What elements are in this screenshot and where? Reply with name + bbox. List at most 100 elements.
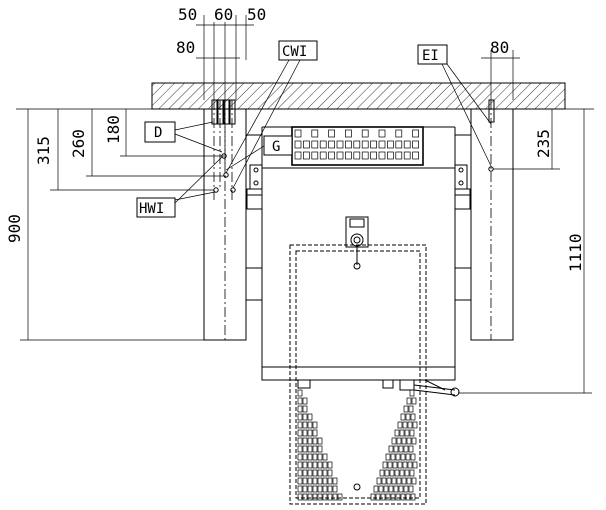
rack-cell bbox=[307, 453, 313, 461]
svg-text:EI: EI bbox=[422, 48, 439, 64]
connection-points bbox=[213, 153, 494, 491]
rack-cell bbox=[317, 461, 323, 469]
rack-cell bbox=[411, 397, 417, 405]
tag-hwi: HWI bbox=[136, 197, 176, 218]
rack-cell bbox=[391, 437, 397, 445]
panel-cell bbox=[387, 151, 394, 160]
rack-cell bbox=[381, 477, 387, 485]
rack-cell bbox=[396, 437, 402, 445]
rack-cell bbox=[297, 493, 303, 501]
panel-cell bbox=[403, 151, 411, 160]
rack-cell bbox=[401, 437, 407, 445]
rack-cell bbox=[312, 477, 318, 485]
rack-cell bbox=[297, 461, 303, 469]
rack-cell bbox=[307, 477, 313, 485]
panel-cell bbox=[303, 140, 310, 149]
svg-text:CWI: CWI bbox=[282, 44, 307, 60]
panel-cell bbox=[345, 129, 352, 138]
panel-cell bbox=[319, 140, 327, 149]
rack-cell bbox=[307, 437, 313, 445]
rack-cell bbox=[302, 469, 308, 477]
rack-cell bbox=[390, 493, 396, 501]
dim-235: 235 bbox=[534, 129, 553, 158]
right-dimensions: 235 1110 bbox=[458, 108, 594, 394]
rack-cell bbox=[394, 429, 400, 437]
rack-cell bbox=[406, 437, 412, 445]
top-dimensions: 50 60 50 80 80 bbox=[176, 5, 520, 100]
panel-cell bbox=[361, 140, 369, 149]
rack-cell bbox=[387, 461, 393, 469]
rack-cell bbox=[317, 437, 323, 445]
rack-cell bbox=[394, 469, 400, 477]
panel-cell bbox=[345, 151, 352, 160]
rack-cell bbox=[297, 397, 303, 405]
rack-cell bbox=[322, 453, 328, 461]
rack-cell bbox=[409, 429, 415, 437]
panel-cell bbox=[294, 140, 302, 149]
rack-cell bbox=[317, 493, 323, 501]
rack-cell bbox=[370, 493, 376, 501]
rack-cell bbox=[297, 469, 303, 477]
rack-cell bbox=[412, 421, 418, 429]
rack-cell bbox=[398, 445, 404, 453]
rack-cell bbox=[312, 445, 318, 453]
rack-cell bbox=[404, 429, 410, 437]
rack-cell bbox=[404, 469, 410, 477]
rack-cell bbox=[403, 485, 409, 493]
panel-cell bbox=[370, 140, 377, 149]
drain-fittings bbox=[297, 379, 460, 397]
panel-cell bbox=[345, 140, 352, 149]
rack-cell bbox=[302, 437, 308, 445]
right-cabinet-side bbox=[455, 108, 514, 341]
panel-cell bbox=[319, 151, 327, 160]
rack-cell bbox=[395, 493, 401, 501]
left-dimensions: 315 260 180 900 bbox=[5, 108, 226, 341]
rack-cell bbox=[409, 389, 415, 397]
panel-cell bbox=[378, 129, 386, 138]
rack-cell bbox=[383, 485, 389, 493]
rack-cell bbox=[382, 461, 388, 469]
rack-cell bbox=[397, 421, 403, 429]
rack-cell bbox=[393, 485, 399, 493]
rack-cell bbox=[408, 405, 414, 413]
rack-cell bbox=[302, 453, 308, 461]
rack-cell bbox=[322, 493, 328, 501]
panel-cell bbox=[378, 140, 386, 149]
rack-cell bbox=[312, 421, 318, 429]
panel-cell bbox=[294, 151, 302, 160]
rack-cell bbox=[317, 477, 323, 485]
pump-unit bbox=[345, 216, 369, 270]
rack-cell bbox=[322, 485, 328, 493]
rack-cell bbox=[312, 493, 318, 501]
rack-cell bbox=[389, 469, 395, 477]
rack-cell bbox=[385, 493, 391, 501]
rack-cell bbox=[302, 421, 308, 429]
panel-cell bbox=[328, 140, 335, 149]
rack-cell bbox=[408, 485, 414, 493]
tag-ei: EI bbox=[417, 44, 448, 65]
rack-cell bbox=[397, 461, 403, 469]
leader-lines bbox=[174, 59, 492, 204]
rack-cell bbox=[406, 397, 412, 405]
panel-cell bbox=[395, 151, 403, 160]
rack-cell bbox=[384, 469, 390, 477]
rack-cell bbox=[376, 477, 382, 485]
rack-cell bbox=[399, 429, 405, 437]
svg-text:HWI: HWI bbox=[139, 201, 164, 217]
panel-cell bbox=[361, 129, 369, 138]
rack-cell bbox=[297, 421, 303, 429]
rack-cell bbox=[307, 429, 313, 437]
dim-60: 60 bbox=[214, 5, 233, 24]
rack-cell bbox=[388, 445, 394, 453]
rack-cell bbox=[297, 485, 303, 493]
rack-cell bbox=[297, 405, 303, 413]
rack-cell bbox=[406, 477, 412, 485]
rack-cell bbox=[392, 461, 398, 469]
panel-cell bbox=[395, 129, 403, 138]
panel-cell bbox=[303, 151, 310, 160]
inner-basket bbox=[289, 244, 427, 505]
rack-cell bbox=[327, 477, 333, 485]
rack-cell bbox=[302, 485, 308, 493]
rack-cell bbox=[297, 477, 303, 485]
panel-cell bbox=[370, 151, 377, 160]
